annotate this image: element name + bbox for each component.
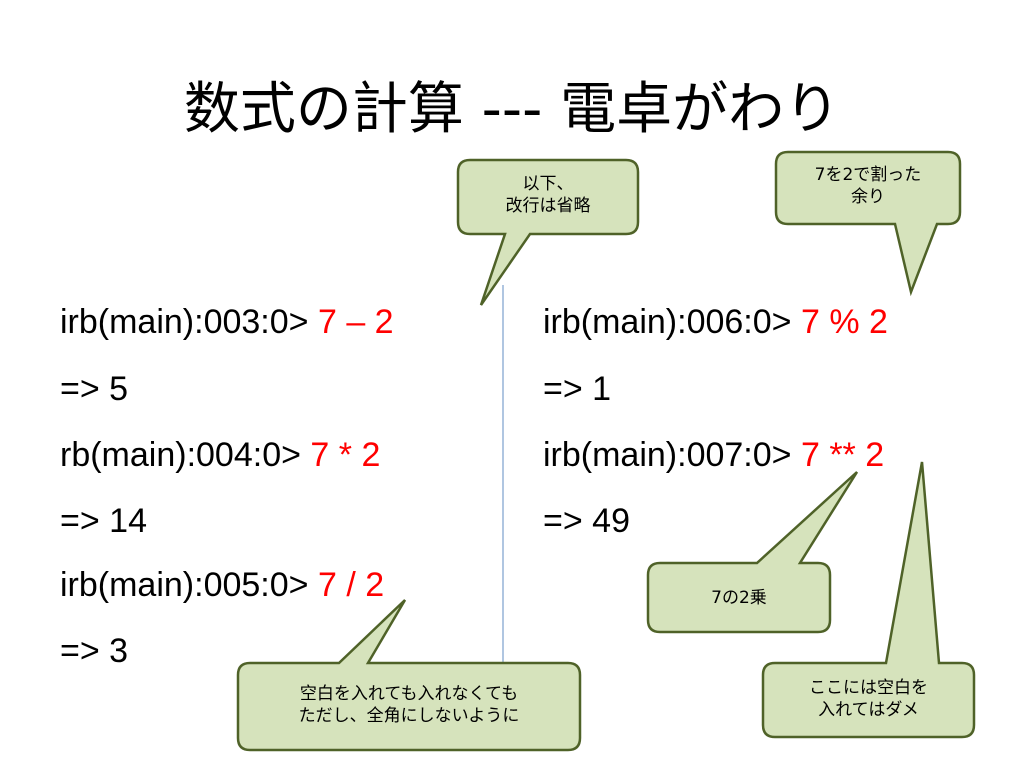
code-line: rb(main):004:0> 7 * 2 (60, 435, 380, 475)
result-text: => 14 (60, 502, 147, 540)
result-text: => 5 (60, 370, 129, 408)
result-line: => 49 (543, 501, 630, 541)
callout-spacing-shape (236, 599, 582, 752)
callout-line: 空白を入れても入れなくても (299, 684, 519, 704)
callout-line: 入れてはダメ (818, 700, 919, 720)
result-line: => 5 (60, 369, 128, 409)
callout-no-space: ここには空白を 入れてはダメ (763, 677, 974, 721)
result-text: => 1 (543, 370, 612, 408)
prompt-text: irb(main):006:0> (543, 303, 801, 341)
callout-line: 以下、 (522, 174, 574, 194)
callout-line: 7の2乗 (711, 588, 767, 608)
callout-remainder: 7を2で割った 余り (776, 164, 960, 208)
expression-text: 7 * 2 (310, 436, 381, 474)
prompt-text: irb(main):007:0> (543, 436, 801, 474)
expression-text: 7 / 2 (317, 566, 385, 604)
result-text: => 49 (543, 502, 630, 540)
callout-line: 余り (851, 187, 885, 207)
callout-square: 7の2乗 (648, 587, 830, 609)
result-line: => 3 (60, 631, 128, 671)
expression-text: 7 – 2 (317, 303, 394, 341)
callout-line: ただし、全角にしないように (298, 706, 520, 726)
result-line: => 1 (543, 369, 611, 409)
prompt-text: irb(main):005:0> (60, 566, 318, 604)
code-line: irb(main):006:0> 7 % 2 (543, 302, 888, 342)
result-line: => 14 (60, 501, 147, 541)
result-text: => 3 (60, 632, 129, 670)
callout-line: ここには空白を (809, 678, 928, 698)
code-line: irb(main):007:0> 7 ** 2 (543, 435, 884, 475)
prompt-text: irb(main):003:0> (60, 303, 318, 341)
code-line: irb(main):003:0> 7 – 2 (60, 302, 394, 342)
callout-omit-newline: 以下、 改行は省略 (458, 173, 638, 217)
code-line: irb(main):005:0> 7 / 2 (60, 565, 384, 605)
callout-spacing: 空白を入れても入れなくても ただし、全角にしないように (238, 683, 580, 727)
expression-text: 7 % 2 (800, 303, 888, 341)
callout-line: 改行は省略 (505, 196, 591, 216)
prompt-text: rb(main):004:0> (60, 436, 311, 474)
slide-title: 数式の計算 --- 電卓がわり (183, 77, 841, 142)
expression-text: 7 ** 2 (800, 436, 885, 474)
callout-line: 7を2で割った (814, 165, 922, 185)
